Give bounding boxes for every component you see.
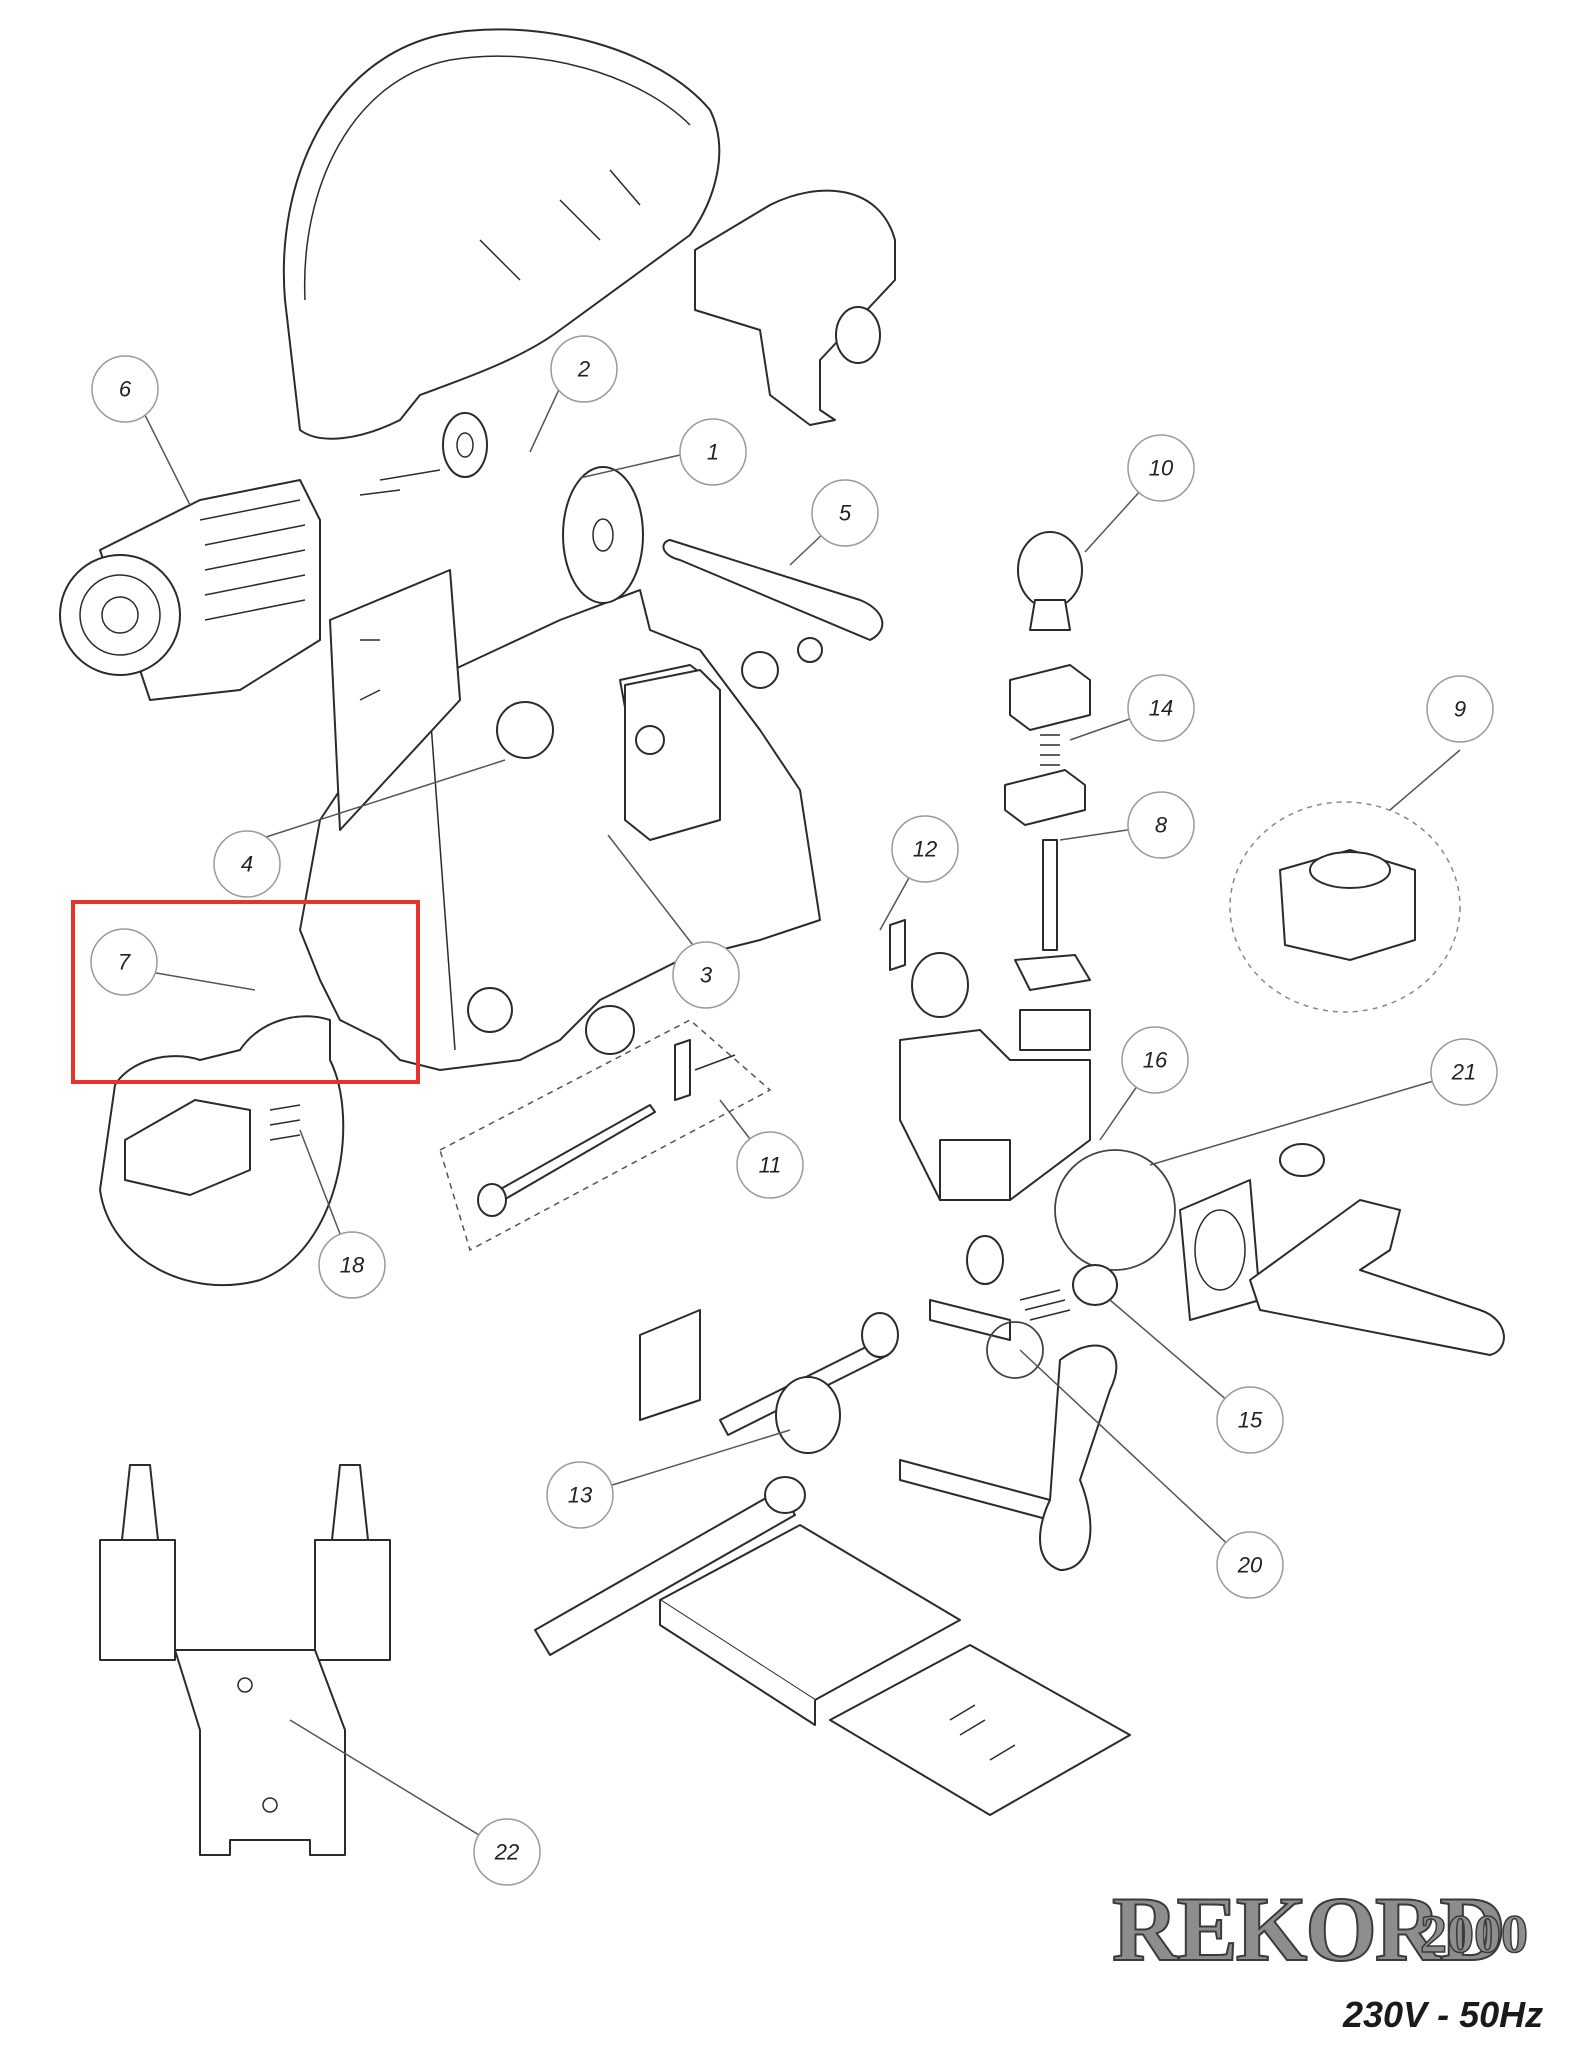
- motor-drawing: [59, 479, 321, 701]
- callout-8[interactable]: 8: [1127, 791, 1195, 859]
- callout-11-label: 11: [759, 1153, 782, 1178]
- handle-assembly-drawing: [1054, 1143, 1505, 1356]
- callout-15[interactable]: 15: [1216, 1386, 1284, 1454]
- jaw-detail-drawing: [1229, 801, 1461, 1013]
- clamp-jaw-inset-drawing: [99, 1464, 391, 1856]
- key-clamp-carriage-drawing: [899, 952, 1091, 1201]
- clamp-block-drawing: [1004, 664, 1091, 826]
- brand-model: 2000: [1420, 1904, 1528, 1964]
- gear-pinion-drawing: [639, 1309, 899, 1454]
- callout-8-label: 8: [1155, 813, 1168, 838]
- belt-drawing: [662, 539, 884, 689]
- callout-20[interactable]: 20: [1216, 1531, 1284, 1599]
- callout-15-label: 15: [1238, 1408, 1263, 1433]
- brand-logo: REKORD 2000 230V - 50Hz: [1111, 1877, 1543, 2035]
- callout-21-label: 21: [1451, 1060, 1476, 1085]
- side-guard-drawing: [694, 189, 896, 426]
- callout-13[interactable]: 13: [546, 1461, 614, 1529]
- callout-12-label: 12: [913, 837, 937, 862]
- knob-drawing: [1017, 531, 1083, 631]
- callout-1-label: 1: [707, 440, 719, 465]
- carriage-block-drawing: [624, 669, 721, 841]
- guide-rod-drawing: [439, 1019, 772, 1252]
- callout-2-label: 2: [577, 357, 590, 382]
- chip-tray-drawing: [659, 1524, 1131, 1816]
- callout-21[interactable]: 21: [1430, 1038, 1498, 1106]
- callout-5-label: 5: [839, 501, 852, 526]
- callout-3[interactable]: 3: [672, 941, 740, 1009]
- tube-drawing: [534, 1476, 806, 1656]
- callout-5[interactable]: 5: [811, 479, 879, 547]
- callout-14[interactable]: 14: [1127, 674, 1195, 742]
- lever-cam-drawing: [929, 1235, 1118, 1379]
- wire-brush-drawing: [359, 412, 488, 496]
- bracket-drawing: [674, 919, 906, 1101]
- callout-20-label: 20: [1237, 1553, 1263, 1578]
- callout-4[interactable]: 4: [213, 830, 281, 898]
- voltage-spec: 230V - 50Hz: [1342, 1994, 1543, 2035]
- callout-11[interactable]: 11: [736, 1131, 804, 1199]
- callout-4-label: 4: [241, 852, 253, 877]
- callout-18[interactable]: 18: [318, 1231, 386, 1299]
- callout-6-label: 6: [119, 377, 132, 402]
- callout-10-label: 10: [1149, 456, 1174, 481]
- callout-2[interactable]: 2: [550, 335, 618, 403]
- callout-3-label: 3: [700, 963, 713, 988]
- back-plate-drawing: [329, 569, 461, 831]
- callout-22-label: 22: [494, 1840, 519, 1865]
- callout-7[interactable]: 7: [90, 928, 158, 996]
- callout-6[interactable]: 6: [91, 355, 159, 423]
- belt-cover-drawing: [282, 28, 721, 440]
- plug-inset-drawing: [99, 1015, 345, 1287]
- saw-blade-drawing: [562, 466, 644, 604]
- callout-10[interactable]: 10: [1127, 434, 1195, 502]
- callout-1[interactable]: 1: [679, 418, 747, 486]
- highlight-box-part-7: [71, 900, 420, 1084]
- callout-12[interactable]: 12: [891, 815, 959, 883]
- callout-9-label: 9: [1454, 697, 1466, 722]
- callout-9[interactable]: 9: [1426, 675, 1494, 743]
- callout-16[interactable]: 16: [1121, 1026, 1189, 1094]
- callout-22[interactable]: 22: [473, 1818, 541, 1886]
- callout-14-label: 14: [1149, 696, 1173, 721]
- shaft-drawing: [1014, 839, 1091, 991]
- operating-lever-drawing: [899, 1344, 1118, 1571]
- callout-7-label: 7: [118, 950, 131, 975]
- callout-13-label: 13: [568, 1483, 593, 1508]
- callout-16-label: 16: [1143, 1048, 1168, 1073]
- callout-18-label: 18: [340, 1253, 365, 1278]
- brand-name: REKORD: [1112, 1878, 1504, 1980]
